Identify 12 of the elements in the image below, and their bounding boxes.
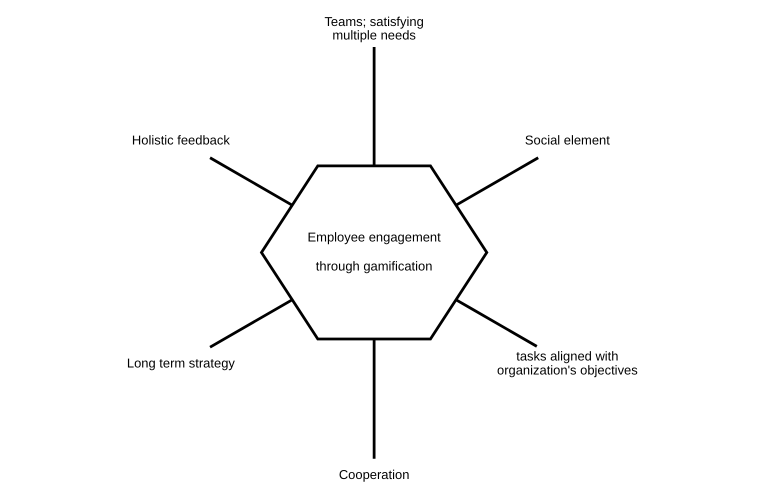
node-text: Holistic feedback xyxy=(131,132,230,148)
connector xyxy=(454,156,538,206)
node-text: Teams; satisfying multiple needs xyxy=(324,14,424,43)
node-text: tasks aligned with organization's objectives xyxy=(496,348,638,378)
connector xyxy=(372,47,376,166)
node-text: Cooperation xyxy=(338,467,409,482)
node-text: Social element xyxy=(524,132,610,148)
connector xyxy=(372,339,376,459)
connector xyxy=(208,298,292,348)
connector xyxy=(454,298,537,348)
node-text: Long term strategy xyxy=(126,355,234,370)
connector xyxy=(208,156,292,206)
